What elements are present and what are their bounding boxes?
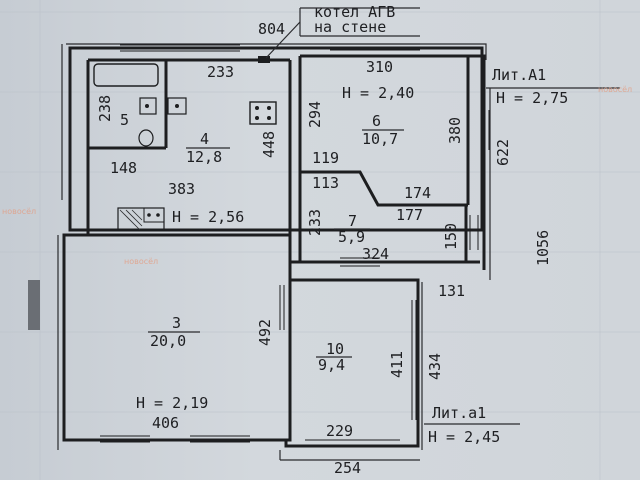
watermarks: новосёл новосёл новосёл <box>2 85 632 266</box>
bathtub-icon <box>93 63 159 87</box>
sink-drain-icon <box>145 104 149 108</box>
dim-131: 131 <box>438 282 465 300</box>
room-3-area: 20,0 <box>150 332 186 350</box>
dim-448: 448 <box>260 131 278 158</box>
room-10-number: 10 <box>326 340 344 358</box>
dim-174: 174 <box>404 184 431 202</box>
furnace-knob-icon <box>147 213 151 217</box>
room-7-area: 5,9 <box>338 228 365 246</box>
windows <box>100 43 490 446</box>
room-labels: 5 4 12,8 6 10,7 7 5,9 3 20,0 10 9,4 <box>120 111 404 374</box>
room-4-area: 12,8 <box>186 148 222 166</box>
sink-icon <box>139 97 157 115</box>
room-6-area: 10,7 <box>362 130 398 148</box>
furnace-knob-icon <box>156 213 160 217</box>
stove-burner-icon <box>255 116 259 120</box>
dim-148: 148 <box>110 159 137 177</box>
dim-406: 406 <box>152 414 179 432</box>
note-line-2: на стене <box>314 18 386 36</box>
dim-150: 150 <box>442 223 460 250</box>
kitchen-sink-drain-icon <box>175 104 179 108</box>
furnace-door-icon <box>143 207 165 223</box>
room-6-height: H = 2,40 <box>342 84 414 102</box>
note-line-1: котел АГВ <box>314 3 395 21</box>
stove-burner-icon <box>255 106 259 110</box>
dim-310: 310 <box>366 58 393 76</box>
boiler-icon <box>258 56 270 63</box>
dim-411: 411 <box>388 351 406 378</box>
dim-119: 119 <box>312 149 339 167</box>
room-10-area: 9,4 <box>318 356 345 374</box>
room-3-number: 3 <box>172 314 181 332</box>
kitchen-sink-icon <box>167 97 187 115</box>
boiler-note: котел АГВ на стене 804 <box>258 3 420 59</box>
dim-177: 177 <box>396 206 423 224</box>
outer-contour <box>57 43 620 461</box>
dim-113: 113 <box>312 174 339 192</box>
dim-294: 294 <box>306 101 324 128</box>
stove-icon <box>249 101 277 125</box>
watermark-center: новосёл <box>124 257 158 266</box>
dim-383: 383 <box>168 180 195 198</box>
dim-622: 622 <box>494 139 512 166</box>
dim-380: 380 <box>446 117 464 144</box>
room-5-number: 5 <box>120 111 129 129</box>
room-10-walls <box>284 278 420 448</box>
dim-233-top: 233 <box>207 63 234 81</box>
right-outer-wall <box>468 54 486 270</box>
room-3-height: H = 2,19 <box>136 394 208 412</box>
dim-229: 229 <box>326 422 353 440</box>
room-7-number: 7 <box>348 212 357 230</box>
left-edge-shadow <box>28 280 40 330</box>
room-4-height: H = 2,56 <box>172 208 244 226</box>
watermark-left: новосёл <box>2 207 36 216</box>
dim-233-left: 233 <box>306 209 324 236</box>
room-6-bottom-wall <box>300 170 468 207</box>
dim-324: 324 <box>362 245 389 263</box>
note-leader-line <box>265 21 301 59</box>
dim-492: 492 <box>256 319 274 346</box>
liter-a1-name: Лит.А1 <box>492 66 546 84</box>
note-code: 804 <box>258 20 285 38</box>
dim-254: 254 <box>334 459 361 477</box>
dim-1056: 1056 <box>534 230 552 266</box>
toilet-icon <box>138 129 154 147</box>
watermark-right: новосёл <box>598 85 632 94</box>
dim-238: 238 <box>96 95 114 122</box>
liter-a1-small-name: Лит.а1 <box>432 404 486 422</box>
liter-a1-height: H = 2,75 <box>496 89 568 107</box>
room-6-number: 6 <box>372 112 381 130</box>
liter-a1-small-height: H = 2,45 <box>428 428 500 446</box>
stove-burner-icon <box>267 106 271 110</box>
dim-434: 434 <box>426 353 444 380</box>
dimensions: 233 310 148 119 113 174 383 177 324 131 … <box>96 58 552 477</box>
house-walls <box>62 46 486 448</box>
bathroom-fixtures <box>93 56 277 231</box>
room-4-number: 4 <box>200 130 209 148</box>
stove-burner-icon <box>267 116 271 120</box>
